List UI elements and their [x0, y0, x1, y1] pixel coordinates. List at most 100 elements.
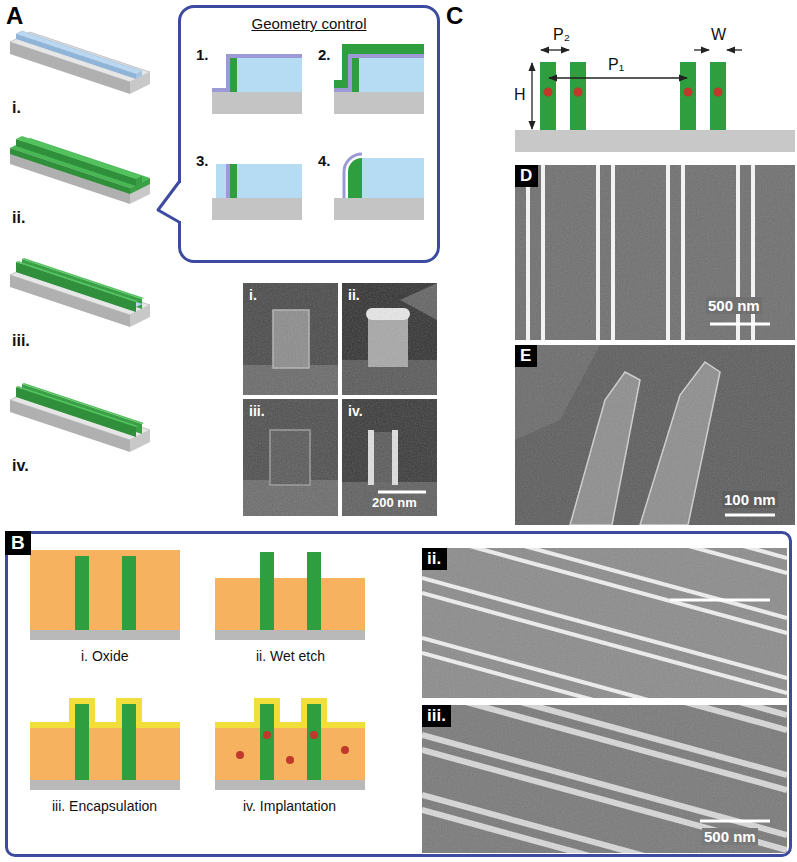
- cross-section: [334, 92, 424, 114]
- image-label: i.: [249, 287, 257, 303]
- step-number: 3.: [196, 152, 209, 169]
- cross-section: [212, 92, 302, 114]
- fin-schematic: [574, 88, 583, 97]
- callout-title: Geometry control: [251, 15, 366, 33]
- sem-image: [710, 323, 770, 326]
- sem-image: [422, 705, 787, 853]
- step-label: iv.: [12, 457, 29, 475]
- process-slab: [10, 136, 150, 204]
- panel-letter: B: [5, 531, 31, 555]
- process-slab: [16, 262, 136, 312]
- callout-tail: [158, 182, 179, 222]
- sem-image: [243, 283, 338, 395]
- process-slab: [136, 176, 142, 186]
- sem-image: [725, 514, 775, 517]
- process-schematic: [341, 746, 349, 754]
- process-schematic: [260, 704, 274, 780]
- sem-image: [342, 399, 437, 516]
- scale-label: 500 nm: [702, 828, 758, 845]
- process-schematic: [122, 704, 136, 780]
- sem-image: [422, 705, 787, 853]
- callout-tail: [158, 183, 185, 221]
- sem-image: [342, 283, 437, 395]
- process-schematic: [30, 701, 180, 790]
- process-schematic: [215, 552, 365, 640]
- fin-schematic: [684, 88, 693, 97]
- cross-section: [212, 54, 302, 114]
- cross-section: [334, 198, 424, 220]
- sem-image: [526, 165, 530, 340]
- cross-section: [216, 164, 226, 198]
- cross-section: [237, 164, 302, 198]
- dimension-arrow: [549, 77, 687, 78]
- process-schematic: [307, 704, 321, 780]
- dimension-arrow: [694, 49, 709, 50]
- cross-section: [237, 58, 302, 92]
- dimension-label: H: [514, 86, 526, 104]
- process-schematic: [215, 630, 365, 640]
- process-slab: [16, 139, 136, 186]
- sem-image: [243, 283, 338, 395]
- panel-letter: C: [446, 2, 463, 30]
- process-schematic: [215, 578, 365, 630]
- sem-image: [422, 548, 787, 698]
- sem-image: [666, 165, 670, 340]
- cross-section: [334, 154, 424, 220]
- image-label: iii.: [249, 403, 265, 419]
- panel-tag: ii.: [422, 548, 447, 570]
- process-slab: [16, 31, 142, 74]
- cross-section: [352, 54, 424, 58]
- cross-section: [359, 58, 424, 92]
- sem-image: [342, 399, 437, 516]
- sem-image: [515, 165, 795, 340]
- process-schematic: [263, 731, 271, 739]
- panel-letter: A: [6, 2, 23, 30]
- fin-schematic: [540, 62, 556, 130]
- sem-image: [515, 345, 795, 525]
- cross-section: [226, 54, 230, 92]
- dimension-label: P₁: [608, 56, 624, 74]
- process-schematic: [75, 704, 89, 780]
- process-schematic: [30, 728, 180, 780]
- process-slab: [16, 136, 142, 179]
- dimension-label: W: [711, 26, 726, 44]
- step-label: iii.: [12, 332, 30, 350]
- cross-section: [348, 158, 362, 198]
- scale-label: 100 nm: [722, 491, 778, 508]
- step-label: ii.: [12, 209, 25, 227]
- step-number: 1.: [196, 46, 209, 63]
- panel-letter: iii.: [422, 705, 451, 727]
- sem-image: [243, 399, 338, 516]
- process-slab: [16, 34, 136, 79]
- cross-section: [334, 88, 348, 92]
- process-slab: [16, 261, 138, 302]
- scale-label: 500 nm: [706, 297, 762, 314]
- cross-section: [352, 58, 359, 92]
- cross-section: [334, 44, 424, 114]
- panel-letter: E: [515, 345, 536, 367]
- sem-image: [515, 165, 795, 340]
- cross-section: [212, 198, 302, 220]
- process-schematic: [30, 630, 180, 640]
- process-schematic: [307, 552, 321, 630]
- fin-schematic: [710, 62, 726, 130]
- process-schematic: [236, 751, 244, 759]
- fin-schematic: [515, 62, 795, 152]
- step-label: i. Oxide: [81, 648, 128, 664]
- cross-section: [344, 154, 362, 198]
- image-label: iv.: [348, 403, 363, 419]
- callout-tail: [158, 178, 186, 228]
- process-schematic: [215, 728, 365, 780]
- step-label: iii. Encapsulation: [52, 798, 157, 814]
- sem-image: [515, 345, 795, 525]
- process-slab: [10, 383, 150, 452]
- process-schematic: [215, 701, 365, 725]
- process-schematic: [215, 780, 365, 790]
- panel-tag: D: [515, 165, 538, 187]
- step-label: iv. Implantation: [243, 798, 336, 814]
- fin-schematic: [544, 88, 553, 97]
- dimension-arrow: [532, 50, 742, 129]
